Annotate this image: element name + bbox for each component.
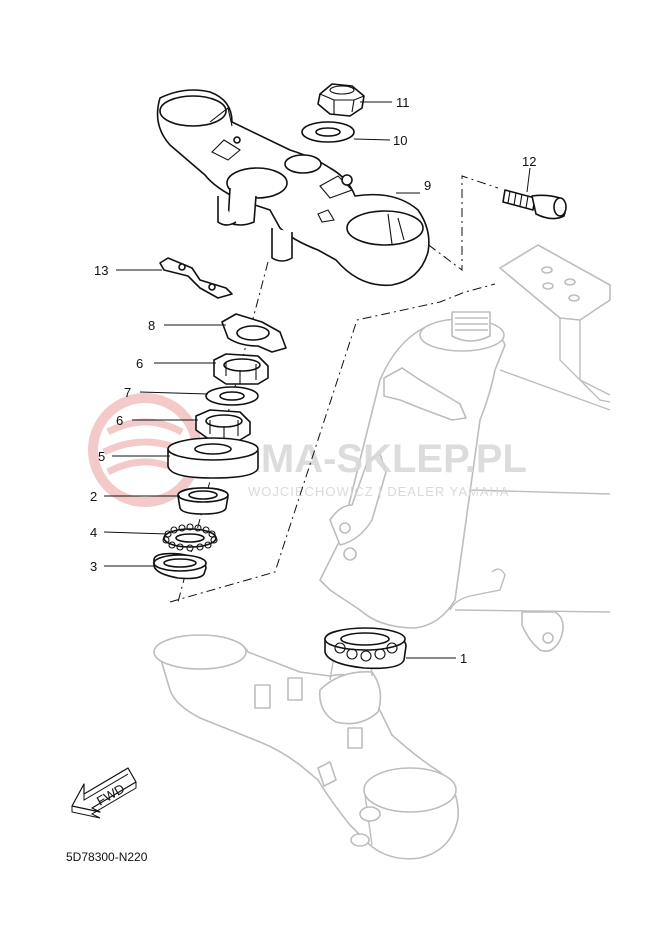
callout-12: 12 bbox=[522, 154, 536, 169]
ball-bearing-part-4 bbox=[162, 523, 218, 552]
frame-head-pipe-ghost bbox=[319, 244, 611, 653]
callout-10: 10 bbox=[393, 133, 407, 148]
callout-9: 9 bbox=[424, 178, 431, 193]
seal-cover-part-5 bbox=[167, 437, 259, 479]
washer-part-7 bbox=[205, 386, 259, 406]
callout-4: 4 bbox=[90, 525, 97, 540]
plate-part-13 bbox=[159, 257, 233, 299]
callout-6-upper: 6 bbox=[136, 356, 143, 371]
callout-7: 7 bbox=[124, 385, 131, 400]
callout-6-lower: 6 bbox=[116, 413, 123, 428]
callout-3: 3 bbox=[90, 559, 97, 574]
washer-part-10 bbox=[301, 121, 355, 143]
watermark: AMA-SKLEP.PL WOJCIECHOWICZ | DEALER YAMA… bbox=[88, 393, 527, 507]
callout-13: 13 bbox=[94, 263, 108, 278]
lower-bearing-part-1 bbox=[324, 627, 407, 670]
callout-8: 8 bbox=[148, 318, 155, 333]
callout-5: 5 bbox=[98, 449, 105, 464]
callout-1: 1 bbox=[460, 651, 467, 666]
callout-11: 11 bbox=[396, 95, 410, 110]
bearing-race-part-3 bbox=[153, 552, 207, 580]
diagram-part-code: 5D78300-N220 bbox=[66, 850, 148, 864]
lower-bracket-ghost bbox=[153, 634, 459, 860]
bolt-part-12 bbox=[502, 189, 567, 220]
nut-part-11 bbox=[317, 83, 365, 117]
ring-nut-part-6-lower bbox=[195, 409, 251, 441]
lock-washer-part-8 bbox=[221, 313, 287, 353]
ring-nut-part-6-upper bbox=[213, 353, 269, 385]
leader-lines bbox=[103, 101, 531, 659]
callout-2: 2 bbox=[90, 489, 97, 504]
watermark-subtitle: WOJCIECHOWICZ | DEALER YAMAHA bbox=[248, 484, 510, 499]
callout-labels: 11 10 12 9 13 8 6 7 6 5 2 4 3 1 bbox=[90, 95, 536, 666]
fwd-arrow-icon: FWD bbox=[71, 767, 137, 819]
upper-bracket-part-9 bbox=[156, 89, 430, 287]
bearing-race-part-2 bbox=[177, 487, 229, 515]
watermark-title: AMA-SKLEP.PL bbox=[232, 437, 527, 481]
